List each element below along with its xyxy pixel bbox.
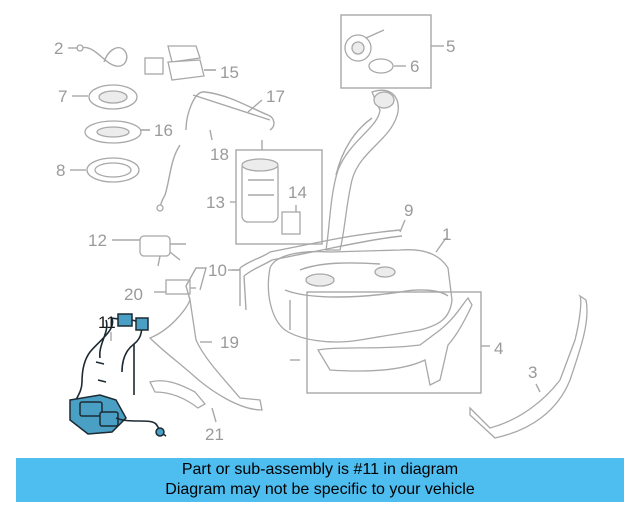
callout-16: 16 [154,121,173,140]
info-banner: Part or sub-assembly is #11 in diagram D… [16,458,624,502]
cap-box [340,14,444,89]
strap-box [306,291,490,394]
callout-3: 3 [528,363,537,382]
callout-9: 9 [404,201,413,220]
parts-diagram: 2 7 8 12 15 16 17 18 13 14 5 6 9 1 10 20… [54,14,588,444]
callout-4: 4 [494,339,503,358]
pump-box [230,140,323,245]
callout-14: 14 [288,183,307,202]
callout-21: 21 [205,425,224,444]
banner-line-2: Diagram may not be specific to your vehi… [165,481,475,498]
callout-2: 2 [54,39,63,58]
callout-11: 11 [98,313,116,332]
callout-10: 10 [208,261,227,280]
bracket [149,380,217,423]
callout-18: 18 [210,145,229,164]
callout-7: 7 [58,87,67,106]
small-parts [76,44,275,295]
strap [469,294,588,439]
callout-15: 15 [220,63,239,82]
fuel-lines [232,219,406,311]
callout-13: 13 [206,193,225,212]
part-11-harness [69,313,167,437]
heat-shield [148,267,263,411]
callout-6: 6 [410,57,419,76]
callout-17: 17 [266,87,285,106]
callout-19: 19 [220,333,239,352]
callout-8: 8 [56,161,65,180]
callout-labels: 2 7 8 12 15 16 17 18 13 14 5 6 9 1 10 20… [54,37,537,444]
callout-1: 1 [442,225,451,244]
filler-neck [325,89,399,251]
callout-5: 5 [446,37,455,56]
callout-20: 20 [124,285,143,304]
callout-12: 12 [88,231,107,250]
leader-lines [68,47,447,361]
fuel-tank [267,249,453,343]
banner-line-1: Part or sub-assembly is #11 in diagram [181,461,459,478]
